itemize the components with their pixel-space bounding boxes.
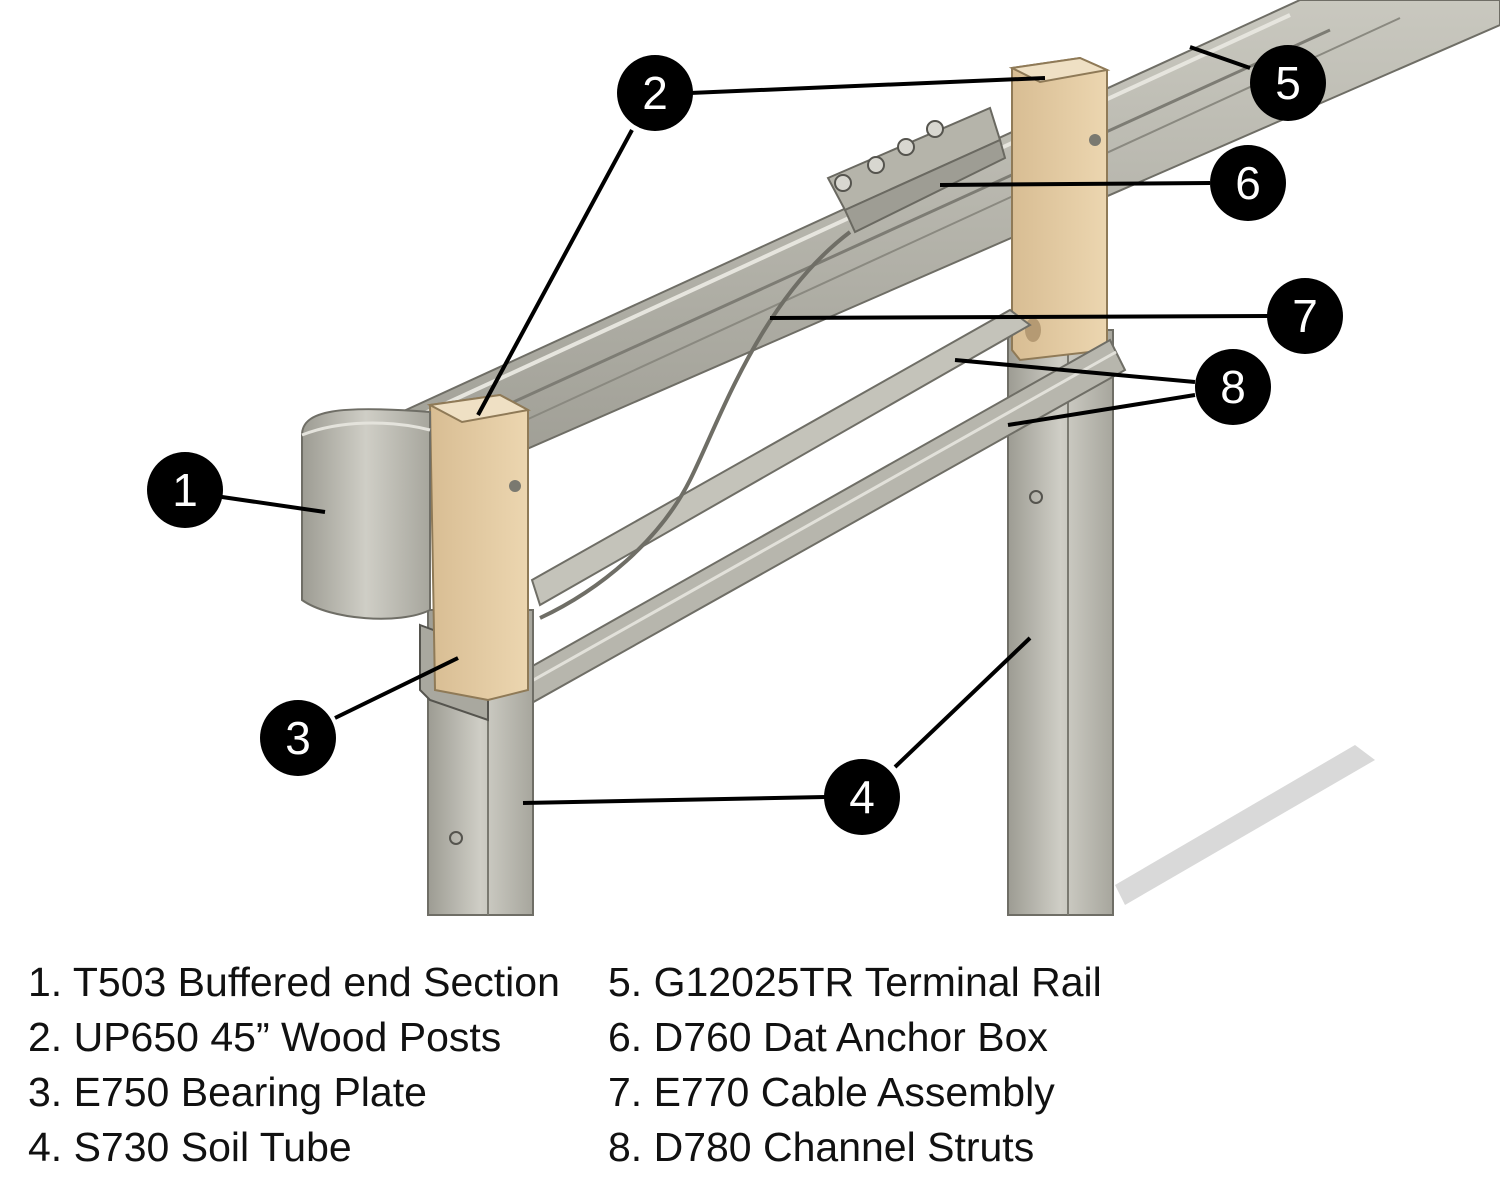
callout-7-label: 7	[1292, 290, 1318, 342]
cable-assembly	[539, 230, 852, 620]
callout-6-label: 6	[1235, 157, 1261, 209]
wood-post-left	[426, 393, 531, 702]
terminal-rail	[393, 0, 1500, 472]
soil-tube-right	[1007, 329, 1114, 916]
legend-item-7: 7. E770 Cable Assembly	[608, 1069, 1055, 1115]
wood-post-right	[1008, 56, 1111, 362]
legend-item-4: 4. S730 Soil Tube	[28, 1124, 352, 1170]
callout-5-label: 5	[1275, 57, 1301, 109]
callout-8: 8	[1195, 349, 1271, 425]
callout-8-label: 8	[1220, 361, 1246, 413]
callout-3: 3	[260, 700, 336, 776]
callout-1-label: 1	[172, 464, 198, 516]
legend-item-1: 1. T503 Buffered end Section	[28, 959, 560, 1005]
buffered-end-section	[301, 408, 431, 620]
callout-5: 5	[1250, 45, 1326, 121]
terminal-assembly-diagram: 1 2 3 4 5 6 7 8	[147, 0, 1500, 916]
anchor-box	[826, 106, 1007, 234]
legend-item-2: 2. UP650 45” Wood Posts	[28, 1014, 502, 1060]
callout-6: 6	[1210, 145, 1286, 221]
legend-item-3: 3. E750 Bearing Plate	[28, 1069, 427, 1115]
ground-shadow	[1115, 745, 1375, 905]
legend-item-6: 6. D760 Dat Anchor Box	[608, 1014, 1048, 1060]
parts-legend: 1. T503 Buffered end Section 2. UP650 45…	[0, 955, 1500, 1195]
callout-4: 4	[824, 759, 900, 835]
callout-3-label: 3	[285, 712, 311, 764]
legend-column-right: 5. G12025TR Terminal Rail 6. D760 Dat An…	[608, 955, 1102, 1175]
callout-1: 1	[147, 452, 223, 528]
callout-7: 7	[1267, 278, 1343, 354]
callout-2: 2	[617, 55, 693, 131]
legend-item-8: 8. D780 Channel Struts	[608, 1124, 1035, 1170]
legend-item-5: 5. G12025TR Terminal Rail	[608, 959, 1102, 1005]
leader-lines	[221, 45, 1269, 805]
legend-column-left: 1. T503 Buffered end Section 2. UP650 45…	[28, 955, 560, 1175]
callout-2-label: 2	[642, 67, 668, 119]
callout-4-label: 4	[849, 771, 875, 823]
